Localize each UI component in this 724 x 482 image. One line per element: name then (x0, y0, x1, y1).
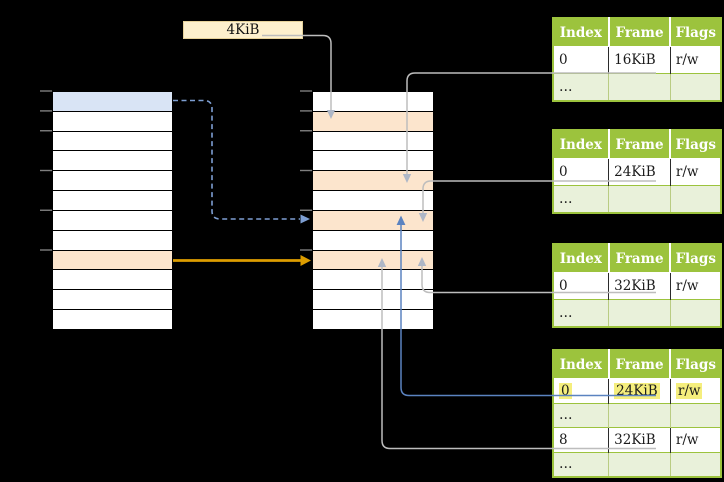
table-row: … (553, 402, 721, 428)
table-cell: 0 (553, 378, 609, 403)
table-row: … (553, 451, 721, 477)
stack-row (313, 269, 433, 290)
page-table-3: Index Frame Flags 0 32KiB r/w … (552, 243, 722, 328)
stack-row (53, 309, 172, 329)
arrow-right-icon (300, 214, 310, 224)
left-address-ticks (40, 90, 52, 251)
table-cell: … (553, 73, 609, 101)
column-header: Flags (669, 244, 721, 273)
table-cell (669, 402, 721, 428)
page-table-1: Index Frame Flags 0 16KiB r/w … (552, 17, 722, 102)
table-cell: 24KiB (608, 158, 671, 186)
middle-address-ticks (300, 90, 312, 251)
table-cell: r/w (669, 272, 721, 300)
table-row: 0 16KiB r/w (553, 46, 721, 74)
table-header-row: Index Frame Flags (553, 244, 721, 273)
table-cell (608, 451, 671, 477)
table-cell: … (553, 402, 609, 428)
stack-row (313, 130, 433, 151)
table-cell (669, 185, 721, 213)
table-cell (669, 451, 721, 477)
column-header: Flags (669, 130, 721, 159)
table-cell: 0 (553, 46, 609, 74)
stack-row (313, 309, 433, 329)
column-header: Frame (607, 350, 671, 379)
table-cell (608, 402, 671, 428)
table-cell: r/w (669, 427, 721, 452)
table-cell: 0 (553, 272, 609, 300)
column-header: Frame (607, 130, 671, 159)
table-cell: … (553, 451, 609, 477)
connector-virtual-page-dashed (173, 99, 300, 220)
table-cell (669, 299, 721, 327)
table-cell: 0 (553, 158, 609, 186)
table-cell (608, 185, 671, 213)
table-cell (669, 73, 721, 101)
stack-row (53, 269, 172, 290)
stack-row-mapped (313, 110, 433, 131)
column-header: Frame (607, 244, 671, 273)
table-row: 0 32KiB r/w (553, 272, 721, 300)
highlighted-value: 24KiB (614, 382, 660, 399)
table-cell: 16KiB (608, 46, 671, 74)
stack-row (53, 229, 172, 250)
stack-row (53, 190, 172, 210)
table-cell: r/w (669, 378, 721, 403)
virtual-pages-column (52, 91, 173, 330)
table-row-highlighted: 0 24KiB r/w (553, 378, 721, 403)
table-cell: … (553, 185, 609, 213)
column-header: Index (553, 130, 609, 159)
page-size-label: 4KiB (183, 21, 303, 39)
column-header: Flags (669, 18, 721, 47)
stack-row-selected-orange (53, 249, 172, 270)
table-row: … (553, 185, 721, 213)
stack-row (53, 130, 172, 151)
stack-row (313, 229, 433, 250)
table-cell: 24KiB (608, 378, 671, 403)
page-table-frames-column (312, 91, 434, 330)
stack-row (53, 170, 172, 191)
column-header: Frame (607, 18, 671, 47)
highlighted-value: r/w (675, 382, 703, 399)
table-cell: 32KiB (608, 272, 671, 300)
stack-row (53, 150, 172, 171)
table-cell: … (553, 299, 609, 327)
stack-row-mapped (313, 249, 433, 270)
column-header: Flags (669, 350, 721, 379)
column-header: Index (553, 350, 609, 379)
table-header-row: Index Frame Flags (553, 130, 721, 159)
table-header-row: Index Frame Flags (553, 350, 721, 379)
column-header: Index (553, 244, 609, 273)
table-cell: r/w (669, 158, 721, 186)
table-row: … (553, 299, 721, 327)
column-header: Index (553, 18, 609, 47)
stack-row (53, 209, 172, 230)
table-cell: r/w (669, 46, 721, 74)
table-row: 0 24KiB r/w (553, 158, 721, 186)
stack-row (313, 190, 433, 210)
stack-row (313, 289, 433, 310)
table-header-row: Index Frame Flags (553, 18, 721, 47)
stack-row-mapped (313, 170, 433, 191)
stack-row (313, 92, 433, 111)
page-table-2: Index Frame Flags 0 24KiB r/w … (552, 129, 722, 214)
table-cell: 32KiB (608, 427, 671, 452)
stack-row (53, 110, 172, 131)
highlighted-value: 0 (559, 382, 572, 399)
table-cell: 8 (553, 427, 609, 452)
table-row: … (553, 73, 721, 101)
arrow-right-icon (300, 255, 311, 266)
stack-row (313, 150, 433, 171)
stack-row-mapped (313, 209, 433, 230)
stack-row-selected-blue (53, 92, 172, 111)
table-cell (608, 73, 671, 101)
stack-row (53, 289, 172, 310)
page-table-4: Index Frame Flags 0 24KiB r/w … 8 32KiB … (552, 349, 722, 478)
table-row: 8 32KiB r/w (553, 427, 721, 452)
table-cell (608, 299, 671, 327)
